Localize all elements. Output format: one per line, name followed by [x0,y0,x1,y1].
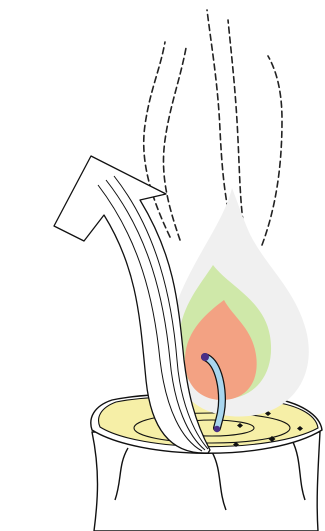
wick-tip [201,353,209,361]
smoke-trails [144,10,282,252]
smoke-trail-2 [163,48,186,240]
flame [169,188,309,417]
smoke-trail-1 [144,42,170,237]
smoke-trail-5 [262,56,282,245]
wick-base [214,426,220,432]
